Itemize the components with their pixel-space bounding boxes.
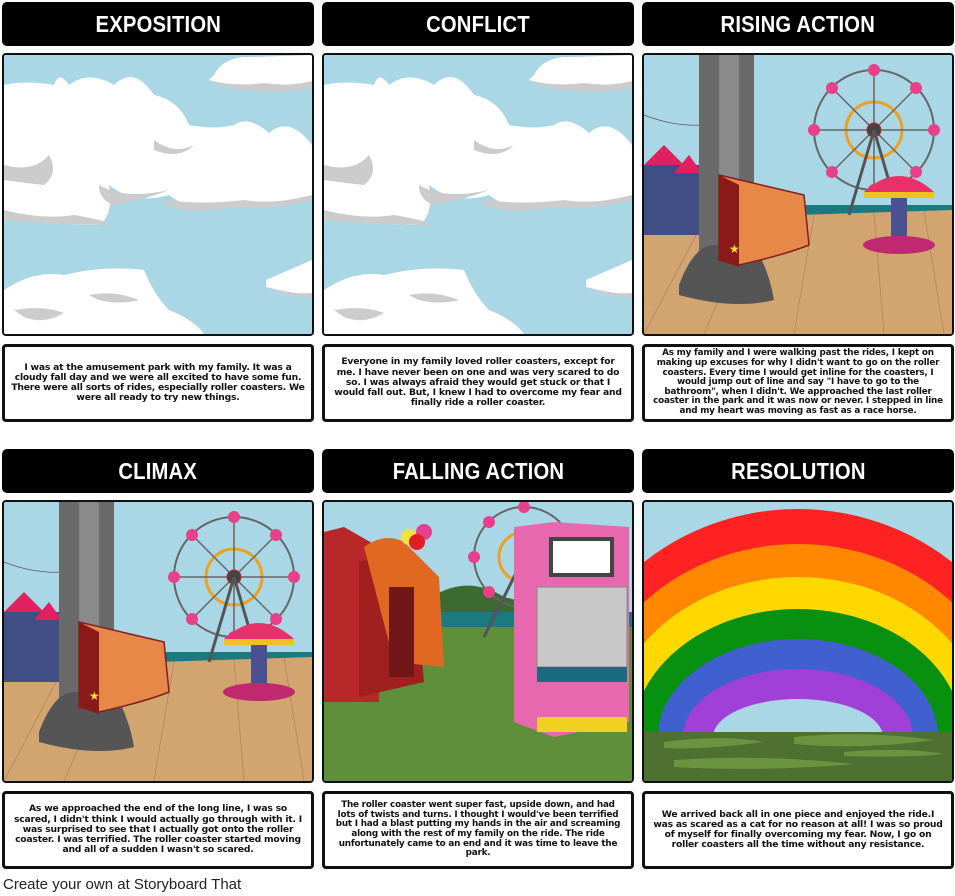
cloudy-sky-illustration xyxy=(2,53,314,336)
cell-caption: The roller coaster went super fast, upsi… xyxy=(322,791,634,869)
svg-text:★: ★ xyxy=(89,689,100,703)
amusement-park-boardwalk-illustration: ★ xyxy=(642,53,954,336)
carnival-tents-and-booth-illustration xyxy=(322,500,634,783)
cell-caption: We arrived back all in one piece and enj… xyxy=(642,791,954,869)
cell-title: RISING ACTION xyxy=(642,2,954,46)
cell-title: EXPOSITION xyxy=(2,2,314,46)
rainbow-illustration xyxy=(642,500,954,783)
cell-caption: As my family and I were walking past the… xyxy=(642,344,954,422)
svg-text:★: ★ xyxy=(729,242,740,256)
cell-title: FALLING ACTION xyxy=(322,449,634,493)
cell-caption: Everyone in my family loved roller coast… xyxy=(322,344,634,422)
cloudy-sky-illustration xyxy=(322,53,634,336)
cell-caption: As we approached the end of the long lin… xyxy=(2,791,314,869)
cell-title: CLIMAX xyxy=(2,449,314,493)
cell-title: RESOLUTION xyxy=(642,449,954,493)
amusement-park-boardwalk-illustration: ★ xyxy=(2,500,314,783)
cell-title: CONFLICT xyxy=(322,2,634,46)
cell-caption: I was at the amusement park with my fami… xyxy=(2,344,314,422)
storyboard-that-credit: Create your own at Storyboard That xyxy=(3,876,242,893)
